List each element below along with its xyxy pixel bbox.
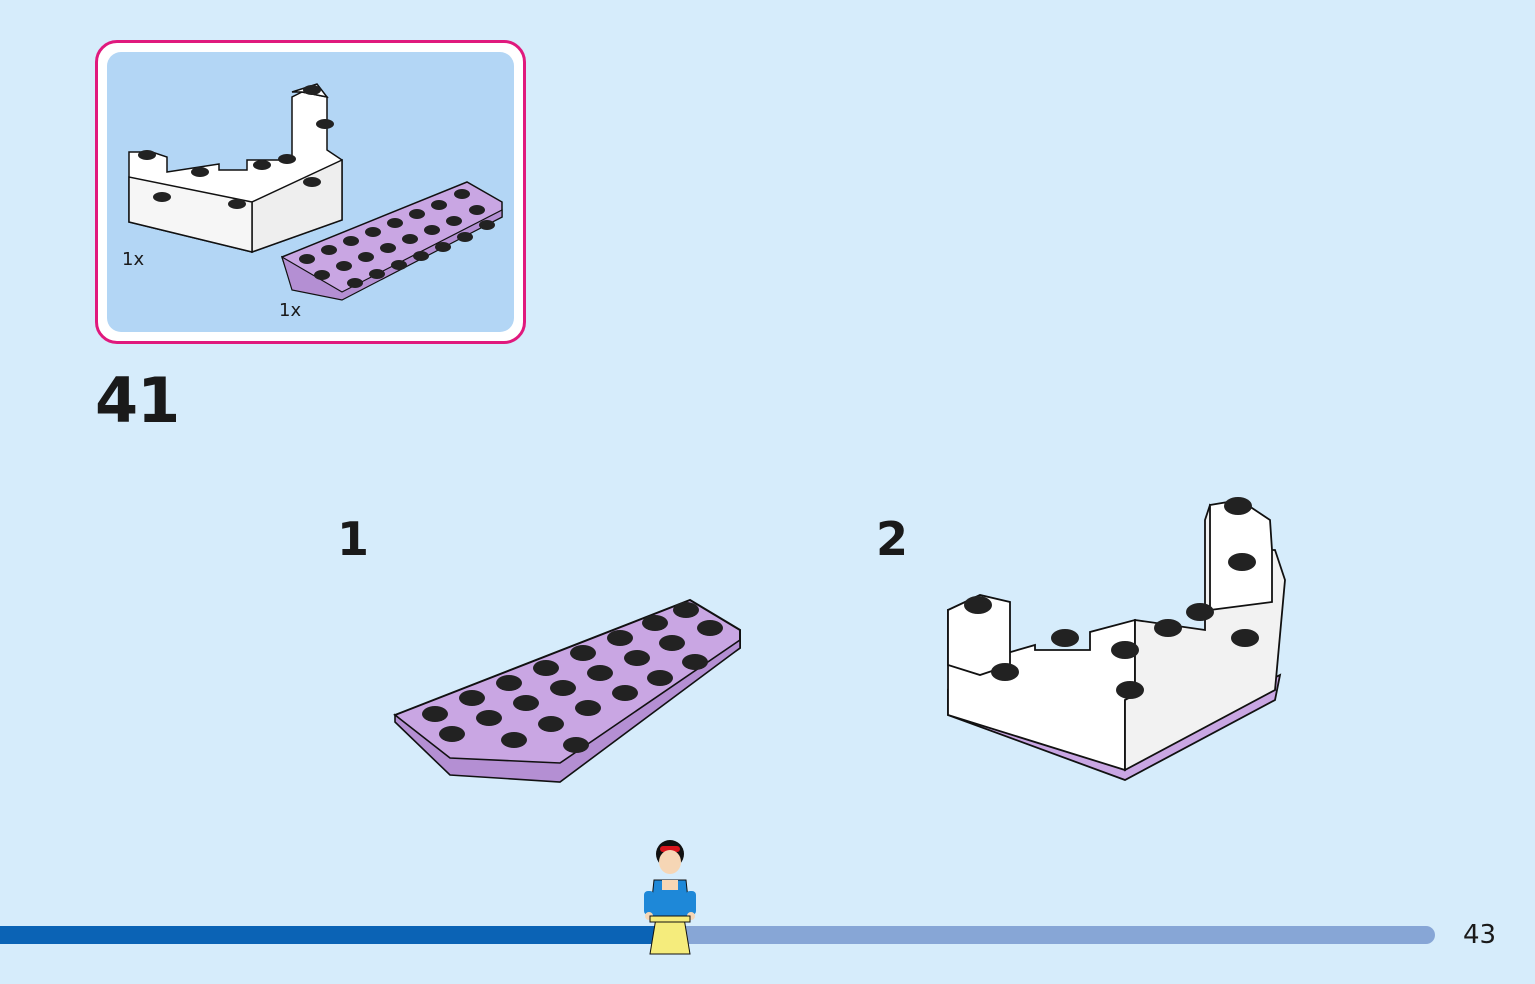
substep-2-illustration [947,497,1286,781]
substep-1-illustration [393,598,741,783]
substep-2-label: 2 [876,512,909,566]
parts-illustration [128,83,503,301]
snow-white-minifigure-icon [644,840,696,955]
progress-fill [0,926,660,944]
parts-callout-inner: 1x 1x [107,52,514,332]
white-castle-wall-icon [128,83,343,254]
castle-wall-on-plate-icon [947,497,1286,781]
lavender-wedge-plate-icon [280,181,503,301]
part-quantity-wall: 1x [122,249,145,270]
lavender-wedge-plate-icon [393,598,741,783]
parts-callout: 1x 1x [95,40,526,344]
step-number: 41 [95,364,180,437]
part-quantity-plate: 1x [279,300,302,321]
substep-1-label: 1 [337,512,370,566]
page-number: 43 [1463,920,1497,950]
